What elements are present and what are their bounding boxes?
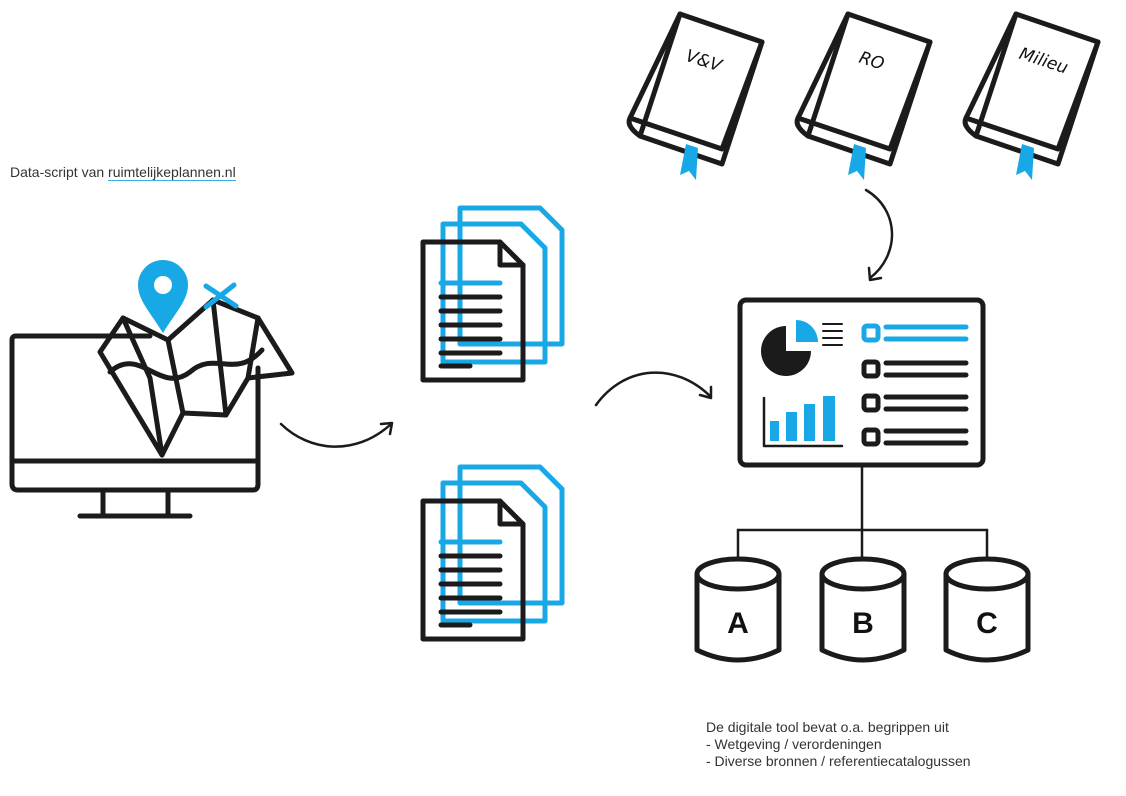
document-stack-icon: [420, 464, 565, 642]
book-title: Milieu: [1017, 44, 1071, 79]
book-icon: RO: [794, 11, 933, 180]
tool-caption-list: - Wetgeving / verordeningen - Diverse br…: [706, 736, 971, 770]
source-caption-prefix: Data-script van: [10, 164, 109, 180]
database-icon: A: [694, 556, 782, 663]
list-item: - Diverse bronnen / referentiecataloguss…: [706, 753, 971, 769]
database-label: B: [852, 607, 874, 640]
map-icon: [97, 282, 295, 458]
source-link[interactable]: ruimtelijkeplannen.nl: [108, 164, 236, 181]
curved-arrow-icon: [594, 371, 713, 407]
book-title: RO: [856, 48, 886, 75]
checkbox-icon: [861, 359, 881, 379]
database-icon: B: [819, 556, 907, 663]
document-stack-icon: [420, 205, 565, 383]
bar-chart-icon: [762, 396, 844, 448]
connector-lines: [736, 463, 989, 560]
database-label: A: [727, 607, 749, 640]
checkbox-icon: [861, 393, 881, 413]
book-icon: V&V: [626, 11, 765, 180]
curved-arrow-icon: [864, 188, 894, 282]
location-pin-icon: [138, 260, 188, 333]
curved-arrow-icon: [279, 421, 394, 448]
database-icon: C: [943, 556, 1031, 663]
checkbox-icon: [861, 427, 881, 447]
book-title: V&V: [683, 46, 725, 77]
dashboard-icon: [737, 297, 986, 468]
tool-caption-intro: De digitale tool bevat o.a. begrippen ui…: [706, 719, 949, 735]
list-item: - Wetgeving / verordeningen: [706, 736, 882, 752]
source-caption: Data-script van ruimtelijkeplannen.nl: [10, 164, 236, 181]
monitor-icon: [9, 333, 261, 519]
book-icon: Milieu: [962, 11, 1101, 180]
pie-chart-icon: [761, 320, 843, 376]
database-label: C: [976, 607, 998, 640]
